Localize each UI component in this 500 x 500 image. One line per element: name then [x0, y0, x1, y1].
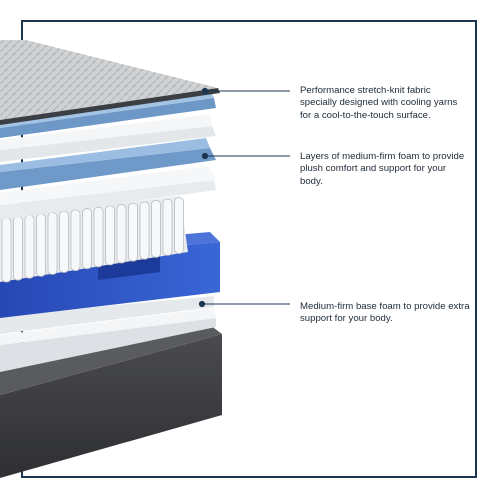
callout-comfort-foam: Layers of medium-firm foam to provide pl… — [300, 151, 465, 187]
top-fabric — [0, 40, 220, 125]
callout-dot-icon — [201, 152, 209, 160]
coil — [116, 204, 127, 264]
callout-fabric: Performance stretch-knit fabric speciall… — [300, 85, 458, 121]
coil — [151, 200, 161, 258]
coil — [93, 206, 104, 268]
coil — [59, 210, 69, 273]
coil — [174, 197, 184, 254]
bottom-foam-layers — [0, 296, 216, 372]
coil — [105, 205, 115, 266]
coil — [36, 213, 46, 277]
base-box — [0, 325, 222, 478]
comfort-foam-layers — [0, 90, 216, 220]
callout-dot-icon — [201, 87, 209, 95]
coil — [47, 212, 58, 275]
callout-leaders — [198, 87, 290, 308]
coil — [13, 216, 23, 281]
coil — [82, 208, 92, 270]
coil — [128, 202, 138, 262]
pocket-coils — [0, 196, 188, 283]
callout-dot-icon — [198, 300, 206, 308]
coil — [139, 201, 150, 260]
coil — [1, 217, 12, 283]
callout-base-foam: Medium-firm base foam to provide extra s… — [300, 301, 470, 325]
coil — [24, 214, 35, 279]
coil — [162, 198, 173, 256]
coil — [70, 209, 81, 271]
